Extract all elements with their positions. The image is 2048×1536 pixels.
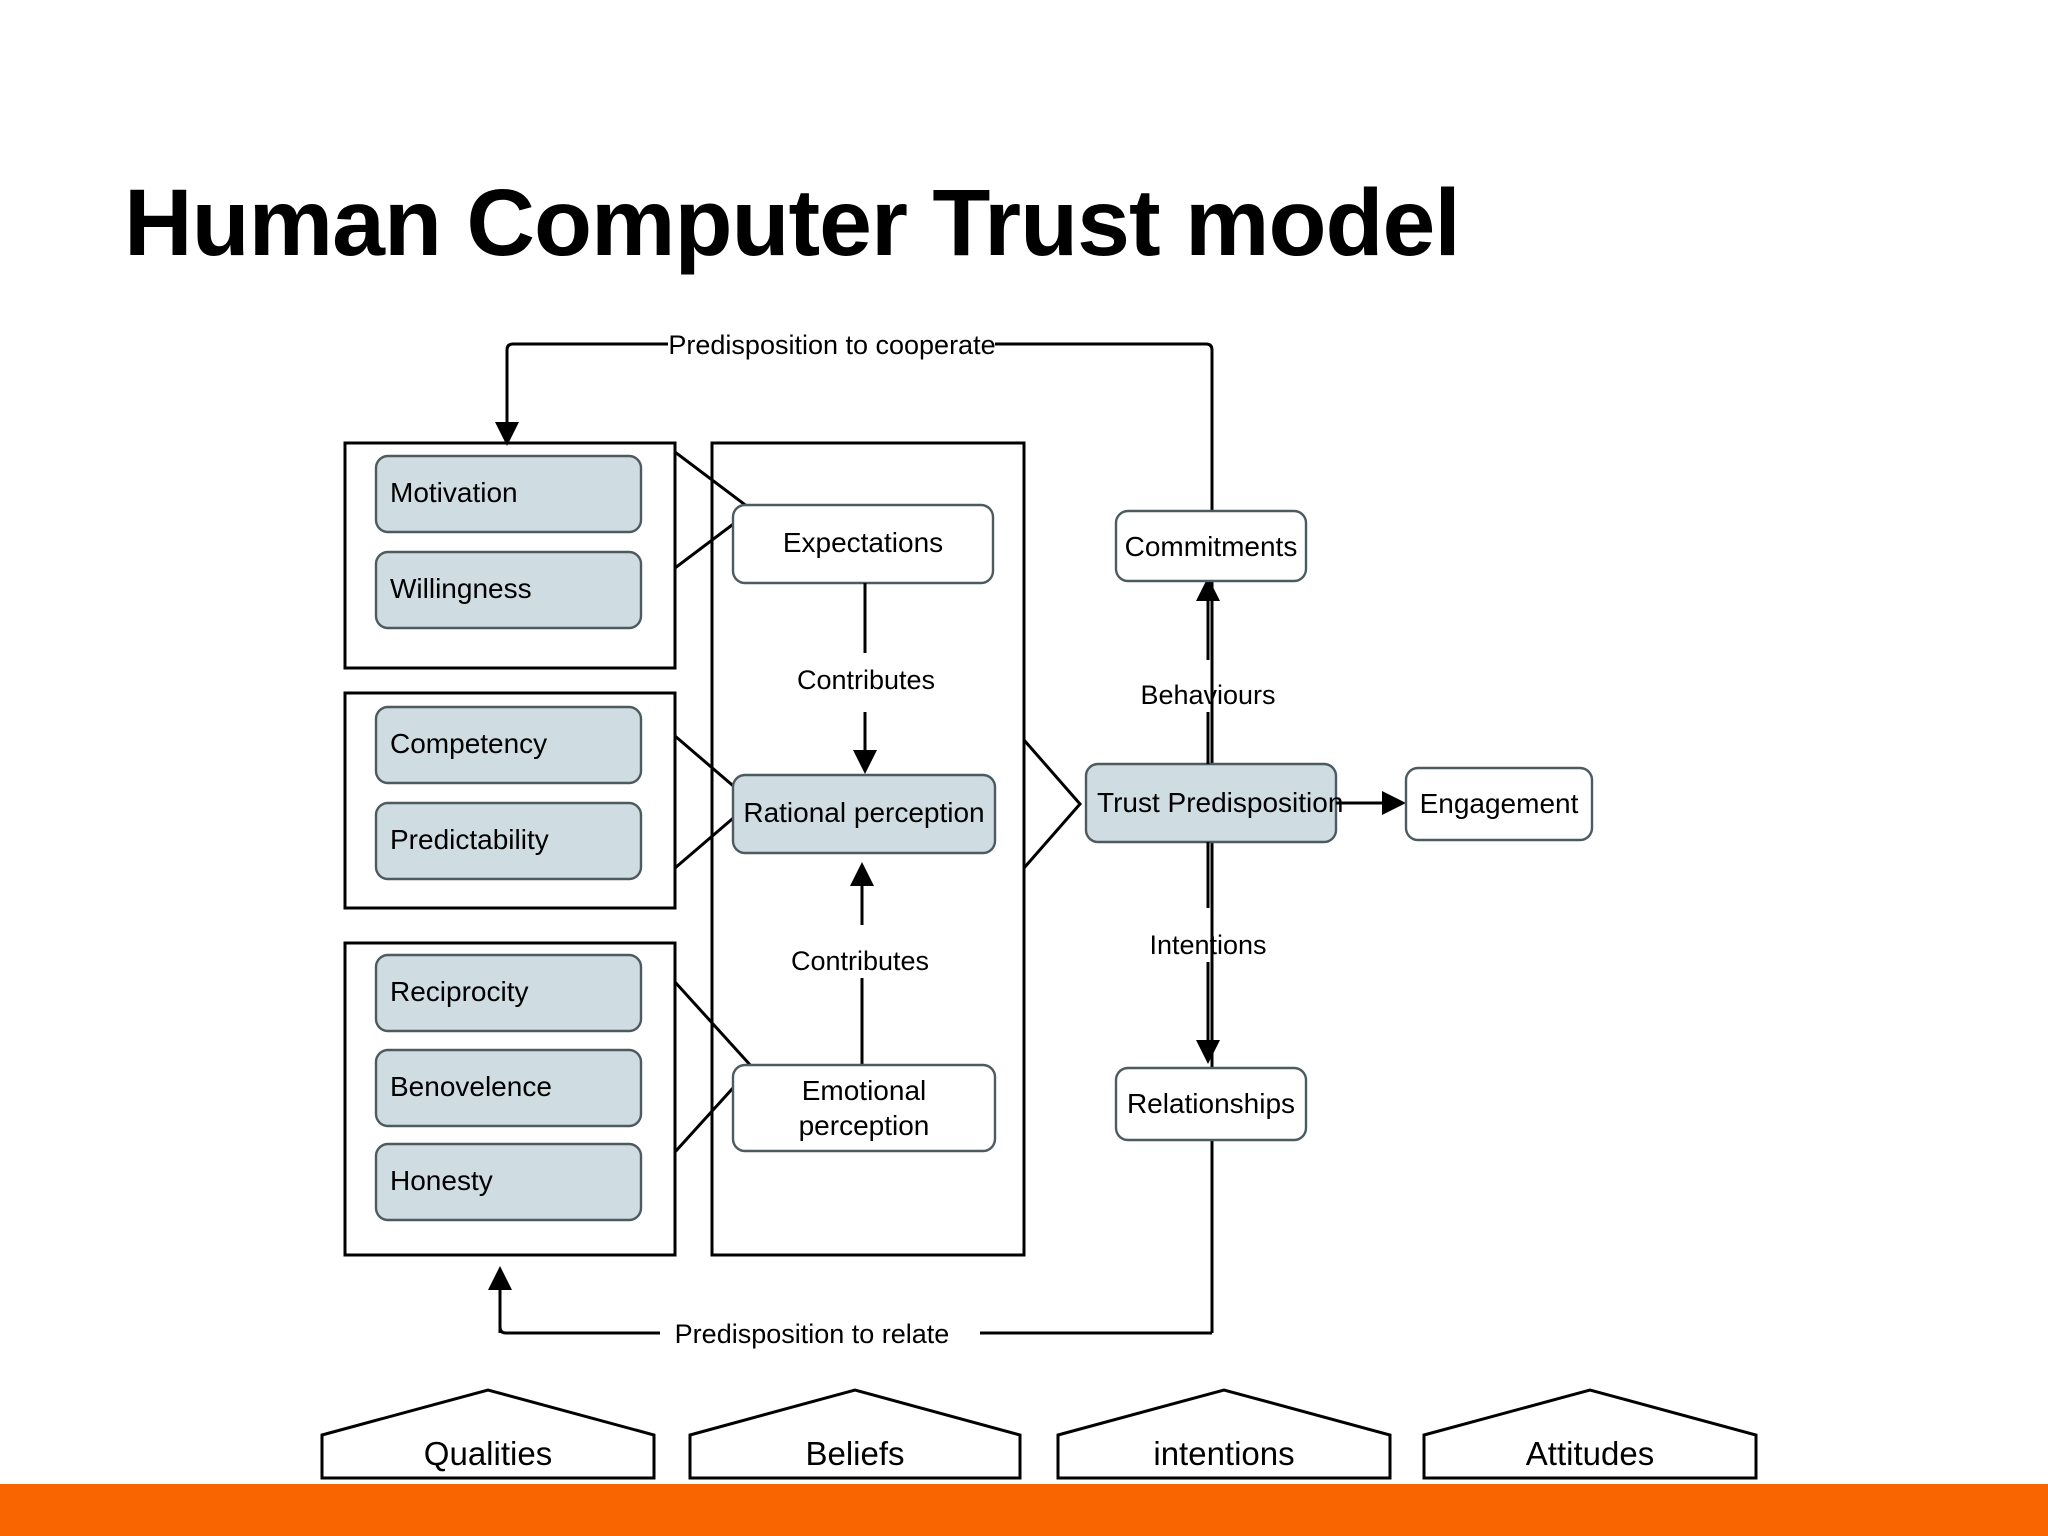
- node-reciprocity[interactable]: [374, 953, 643, 1033]
- arrowhead-up-contributes-bottom: [850, 862, 874, 886]
- label-mask-relate: [660, 1315, 980, 1351]
- edge-label-intentions: Intentions: [1149, 930, 1266, 960]
- group-qualities-reciprocity: Reciprocity Benovelence Honesty: [343, 941, 755, 1257]
- node-competency-label: Competency: [390, 728, 547, 759]
- node-willingness-label: Willingness: [390, 573, 532, 604]
- arrowhead-up-relate: [488, 1266, 512, 1290]
- edge-intentions: Intentions: [1149, 842, 1267, 1064]
- node-relationships-group: Relationships: [1114, 1066, 1308, 1142]
- pentagon-qualities-label: Qualities: [424, 1435, 552, 1472]
- node-commitments[interactable]: [1114, 509, 1308, 583]
- node-trust-predisposition-group: Trust Predisposition: [1084, 762, 1343, 844]
- pentagon-beliefs[interactable]: [688, 1388, 1022, 1480]
- node-commitments-label: Commitments: [1125, 531, 1298, 562]
- edge-predisposition-to-cooperate: Predisposition to cooperate: [495, 330, 1214, 1333]
- pentagon-intentions-label: intentions: [1153, 1435, 1294, 1472]
- edge-predisposition-to-relate: Predisposition to relate: [488, 1266, 1212, 1351]
- pentagon-intentions[interactable]: [1056, 1388, 1392, 1480]
- group-qualities-motivation: Motivation Willingness: [343, 441, 755, 670]
- edge-expectations-to-rational: Contributes: [797, 583, 935, 774]
- edge-label-predisposition-to-cooperate: Predisposition to cooperate: [668, 330, 995, 360]
- edge-emotional-to-rational: Contributes: [791, 862, 929, 1066]
- node-emotional-perception[interactable]: [731, 1063, 997, 1153]
- pentagon-qualities[interactable]: [320, 1388, 656, 1480]
- node-expectations[interactable]: [731, 503, 995, 585]
- node-engagement-group: Engagement: [1404, 766, 1594, 842]
- group-beliefs: Expectations Contributes Rational percep…: [710, 441, 1082, 1257]
- node-motivation[interactable]: [374, 454, 643, 534]
- node-trust-predisposition-label: Trust Predisposition: [1097, 787, 1343, 818]
- pentagon-attitudes[interactable]: [1422, 1388, 1758, 1480]
- arrowhead-down-intentions: [1196, 1040, 1220, 1064]
- arrowhead-right-engagement: [1382, 791, 1406, 815]
- page-title: Human Computer Trust model: [124, 170, 1461, 276]
- node-honesty[interactable]: [374, 1142, 643, 1222]
- node-willingness[interactable]: [374, 550, 643, 630]
- edge-trust-to-engagement: [1336, 791, 1406, 815]
- group-qualities-competency: Competency Predictability: [343, 691, 755, 910]
- pentagon-qualities-group: Qualities: [320, 1388, 656, 1480]
- edge-label-behaviours: Behaviours: [1140, 680, 1275, 710]
- node-rational-perception-label: Rational perception: [743, 797, 984, 828]
- pentagon-beliefs-group: Beliefs: [688, 1388, 1022, 1480]
- node-competency[interactable]: [374, 705, 643, 785]
- arrowhead-down-cooperate: [495, 422, 519, 446]
- node-predictability-label: Predictability: [390, 824, 549, 855]
- arrowhead-down-contributes-top: [853, 750, 877, 774]
- chevron-beliefs-to-trust: [1022, 736, 1082, 872]
- edge-label-predisposition-to-relate: Predisposition to relate: [675, 1319, 950, 1349]
- edge-label-contributes-top: Contributes: [797, 665, 935, 695]
- node-motivation-label: Motivation: [390, 477, 518, 508]
- node-honesty-label: Honesty: [390, 1165, 493, 1196]
- node-relationships-label: Relationships: [1127, 1088, 1295, 1119]
- pentagon-attitudes-group: Attitudes: [1422, 1388, 1758, 1480]
- pentagon-beliefs-label: Beliefs: [805, 1435, 904, 1472]
- node-benovelence-label: Benovelence: [390, 1071, 552, 1102]
- edge-behaviours: Behaviours: [1140, 577, 1276, 764]
- node-commitments-group: Commitments: [1114, 509, 1308, 583]
- edge-label-contributes-bottom: Contributes: [791, 946, 929, 976]
- node-emotional-perception-label-line1: Emotional: [802, 1075, 927, 1106]
- node-expectations-label: Expectations: [783, 527, 943, 558]
- node-engagement-label: Engagement: [1420, 788, 1579, 819]
- arrowhead-up-behaviours: [1196, 577, 1220, 601]
- node-reciprocity-label: Reciprocity: [390, 976, 528, 1007]
- pentagon-attitudes-label: Attitudes: [1526, 1435, 1654, 1472]
- node-emotional-perception-label-line2: perception: [799, 1110, 930, 1141]
- node-benovelence[interactable]: [374, 1048, 643, 1128]
- pentagon-intentions-group: intentions: [1056, 1388, 1392, 1480]
- node-predictability[interactable]: [374, 801, 643, 881]
- node-rational-perception[interactable]: [731, 773, 997, 855]
- node-relationships[interactable]: [1114, 1066, 1308, 1142]
- footer-accent-bar: [0, 1484, 2048, 1536]
- node-engagement[interactable]: [1404, 766, 1594, 842]
